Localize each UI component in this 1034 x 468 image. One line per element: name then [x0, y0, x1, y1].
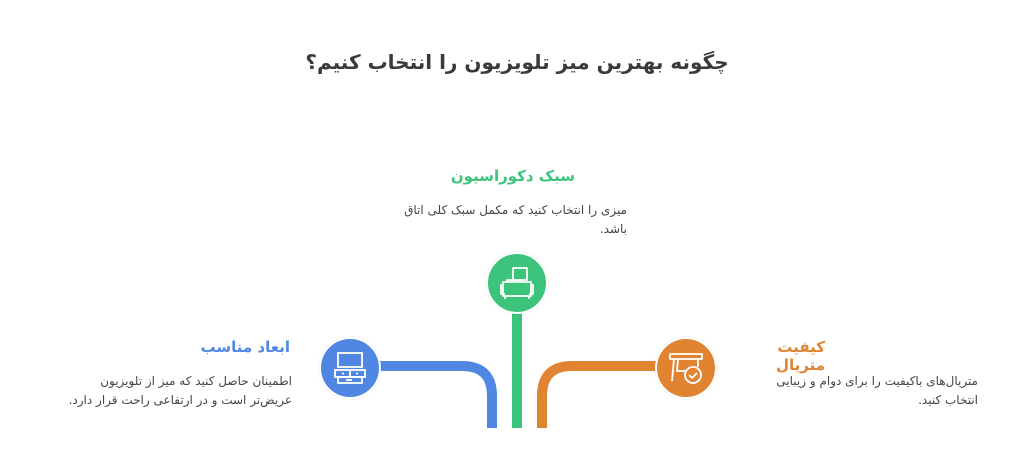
table-check-icon — [655, 337, 717, 399]
tv-stand-icon — [319, 337, 381, 399]
sofa-armchair-icon — [486, 252, 548, 314]
heading-decor-style: سبک دکوراسیون — [450, 167, 575, 185]
page-title: چگونه بهترین میز تلویزیون را انتخاب کنیم… — [305, 50, 729, 74]
desc-material-quality: متریال‌های باکیفیت را برای دوام و زیبایی… — [776, 374, 978, 407]
desc-dimensions: اطمینان حاصل کنید که میز از تلویزیون عری… — [68, 374, 292, 407]
heading-material-quality: کیفیت متریال — [775, 338, 825, 374]
heading-dimensions: ابعاد مناسب — [200, 338, 290, 356]
desc-decor-style: میزی را انتخاب کنید که مکمل سبک کلی اتاق… — [404, 203, 627, 236]
